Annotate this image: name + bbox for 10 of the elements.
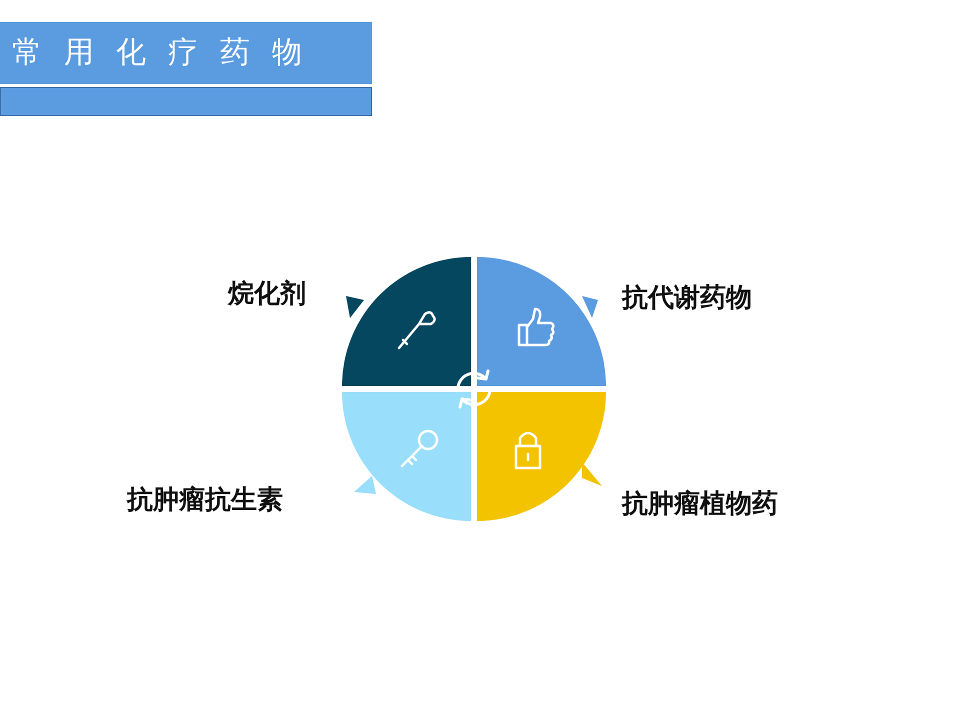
quadrant-segment	[342, 257, 471, 386]
category-label: 烷化剂	[228, 278, 306, 311]
category-label: 抗肿瘤植物药	[622, 488, 778, 521]
quadrant-segment	[477, 257, 606, 386]
quadrant-segment	[342, 392, 471, 521]
category-label: 抗肿瘤抗生素	[127, 484, 283, 517]
quadrant-segment	[477, 392, 606, 521]
title-banner: 常用化疗药物	[0, 22, 372, 84]
header-bar	[0, 87, 372, 116]
category-label: 抗代谢药物	[622, 282, 752, 315]
